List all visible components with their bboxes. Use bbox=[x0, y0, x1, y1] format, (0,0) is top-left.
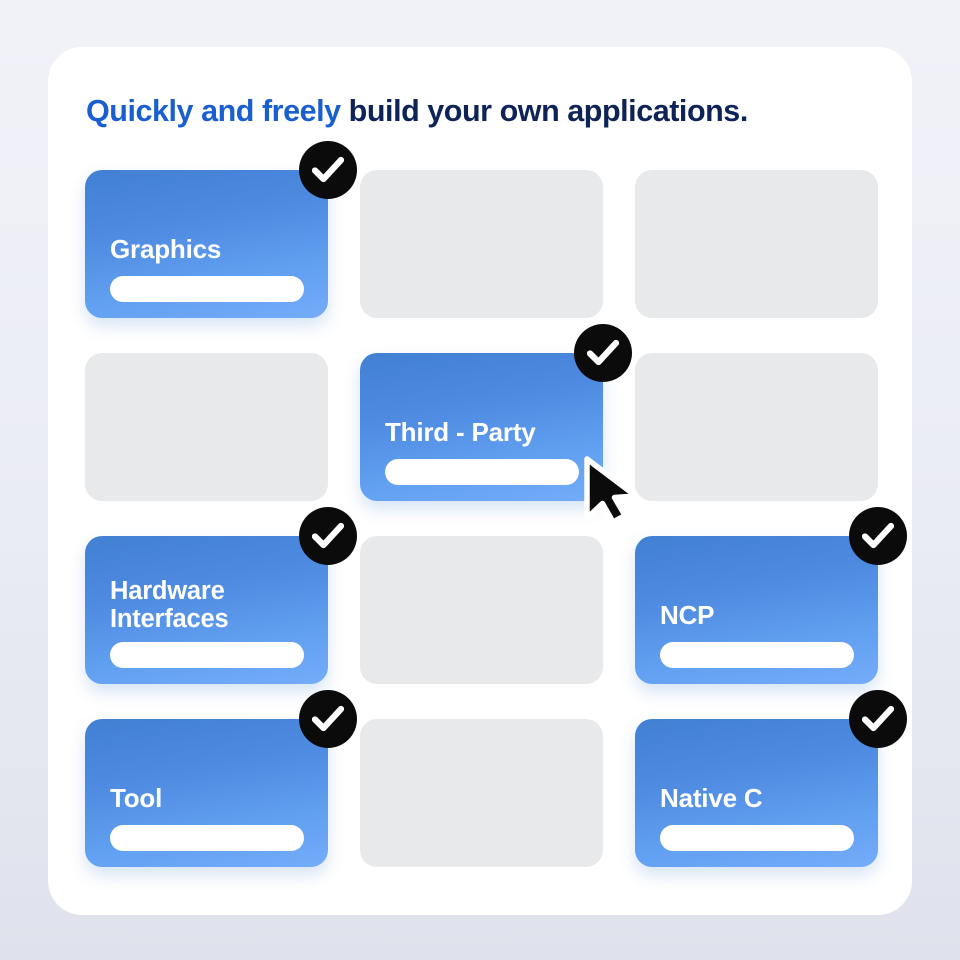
grid-cell bbox=[360, 536, 603, 684]
feature-tile-selected[interactable]: Graphics bbox=[85, 170, 328, 318]
feature-tile-empty[interactable] bbox=[360, 719, 603, 867]
feature-tile-progress-bar bbox=[110, 642, 304, 668]
grid-cell: Native C bbox=[635, 690, 907, 867]
check-circle-icon[interactable] bbox=[849, 690, 907, 748]
feature-tile-label: Hardware Interfaces bbox=[110, 576, 229, 634]
grid-cell: Hardware Interfaces bbox=[85, 507, 357, 684]
grid-cell: Third - Party bbox=[360, 324, 632, 501]
check-circle-icon[interactable] bbox=[299, 141, 357, 199]
feature-tile-empty[interactable] bbox=[635, 353, 878, 501]
feature-tile-selected[interactable]: NCP bbox=[635, 536, 878, 684]
page-title-main: build your own applications. bbox=[340, 94, 749, 128]
feature-tile-selected[interactable]: Tool bbox=[85, 719, 328, 867]
feature-tile-label: Native C bbox=[660, 782, 763, 813]
feature-tile-progress-bar bbox=[660, 825, 854, 851]
check-circle-icon[interactable] bbox=[299, 690, 357, 748]
feature-tile-selected[interactable]: Hardware Interfaces bbox=[85, 536, 328, 684]
feature-tile-selected[interactable]: Third - Party bbox=[360, 353, 603, 501]
feature-tile-empty[interactable] bbox=[360, 536, 603, 684]
feature-tile-empty[interactable] bbox=[85, 353, 328, 501]
feature-tile-progress-bar bbox=[385, 459, 579, 485]
check-circle-icon[interactable] bbox=[574, 324, 632, 382]
feature-tile-label: Tool bbox=[110, 782, 163, 813]
feature-tile-label: Graphics bbox=[110, 233, 222, 264]
feature-tile-label: NCP bbox=[660, 599, 715, 630]
feature-tile-empty[interactable] bbox=[360, 170, 603, 318]
feature-tile-progress-bar bbox=[660, 642, 854, 668]
feature-tile-progress-bar bbox=[110, 276, 304, 302]
grid-cell bbox=[635, 170, 878, 318]
page-title-accent: Quickly and freely bbox=[86, 94, 341, 128]
grid-cell: Tool bbox=[85, 690, 357, 867]
grid-cell: NCP bbox=[635, 507, 907, 684]
check-circle-icon[interactable] bbox=[299, 507, 357, 565]
feature-tile-label: Third - Party bbox=[385, 416, 536, 447]
grid-cell bbox=[85, 353, 328, 501]
page-title: Quickly and freely build your own applic… bbox=[86, 93, 886, 130]
feature-tile-selected[interactable]: Native C bbox=[635, 719, 878, 867]
feature-tile-progress-bar bbox=[110, 825, 304, 851]
grid-cell bbox=[360, 170, 603, 318]
feature-tile-empty[interactable] bbox=[635, 170, 878, 318]
check-circle-icon[interactable] bbox=[849, 507, 907, 565]
grid-cell bbox=[360, 719, 603, 867]
grid-cell bbox=[635, 353, 878, 501]
grid-cell: Graphics bbox=[85, 141, 357, 318]
